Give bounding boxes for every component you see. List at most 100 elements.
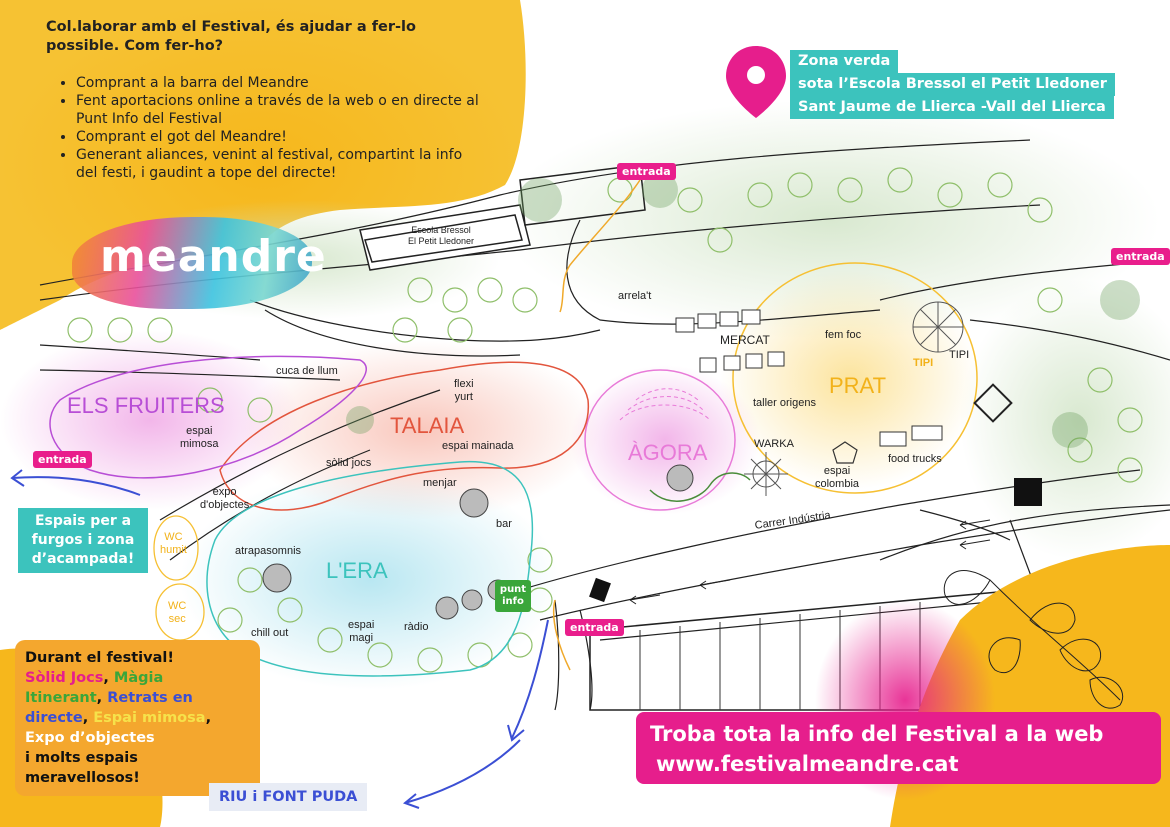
label-mainada: espai mainada [442,440,514,452]
label-warka: WARKA [754,438,794,450]
label-chill: chill out [251,627,289,639]
during-molts: i molts espais [25,750,138,766]
label-colombia-2: colombia [815,478,860,490]
label-escola: Escola Bressol El Petit Lledoner [408,225,474,247]
label-tipi-small: TIPI [913,357,934,369]
path-arrow-2 [552,599,571,671]
blue-arrow-down-head [507,724,525,742]
intro-block: Col.laborar amb el Festival, és ajudar a… [46,18,486,182]
during-line-3: Itinerant, Retrats en [25,688,250,708]
pentagon-marker [832,441,858,464]
market-stalls [675,309,943,447]
talaia-outline [219,361,590,511]
label-expo-2: d'objectes [200,499,250,511]
label-expo: expo d'objectes [200,486,249,512]
blue-arrow-riu-head [402,793,420,809]
furgos-box: Espais per a furgos i zona d’acampada! [18,508,148,573]
during-box: Durant el festival! Sòlid Jocs, Màgia It… [15,640,260,796]
entrada-tag-top: entrada [617,163,676,180]
during-line-2: Sòlid Jocs, Màgia [25,668,250,688]
label-mimosa-1: espai [186,425,213,437]
wc-humit-outline [153,515,199,581]
label-flexi: flexi yurt [454,378,474,404]
label-flexi-2: yurt [454,391,473,403]
during-magia: Màgia [113,670,164,686]
label-cuca: cuca de llum [276,365,338,377]
square-marker [973,383,1013,423]
tree-canopies [346,172,1140,448]
blue-arrow-down [511,619,549,739]
label-food-trucks: food trucks [888,453,942,465]
tipi-icon [912,301,964,353]
geodesic-domes [262,464,694,620]
during-title: Durant el festival! [25,650,174,666]
location-line: Zona verda [790,50,899,73]
logo-splash [72,217,312,309]
furgos-line: Espais per a [34,513,132,529]
agora-outline [584,369,736,511]
location-box: Zona verda sota l’Escola Bressol el Peti… [790,50,1115,119]
black-square [1014,478,1042,506]
intro-title: Col.laborar amb el Festival, és ajudar a… [46,19,416,54]
label-magi-1: espai [348,619,375,631]
agora-path [649,472,751,502]
label-taller: taller origens [753,397,816,409]
furgos-line: d’acampada! [31,551,135,567]
during-directe: directe [25,710,83,726]
zone-fruiters: ELS FRUITERS [67,393,225,418]
label-flexi-1: flexi [454,378,474,390]
agora-wash [570,365,760,515]
during-sep: , [103,670,114,686]
foliage-wash-2 [960,280,1170,560]
location-line: sota l’Escola Bressol el Petit Lledoner [790,73,1115,96]
label-magi: espai magi [348,619,374,645]
label-tipi: TIPI [949,349,970,361]
web-box: Troba tota la info del Festival a la web… [636,712,1161,784]
blue-arrow-left [11,476,141,496]
label-wc-sec: WC sec [168,600,186,626]
during-sep: , [82,710,94,726]
label-atrapasomnis: atrapasomnis [235,545,302,557]
during-itinerant: Itinerant [25,690,97,706]
label-colombia-1: espai [823,465,851,477]
location-line: Sant Jaume de Llierca -Vall del Llierca [790,96,1114,119]
logo-text: meandre [100,231,327,282]
zone-talaia: TALAIA [390,413,465,438]
during-solid: Sòlid Jocs [25,670,104,686]
label-mimosa-2: mimosa [180,438,219,450]
during-meravellosos: meravellosos! [25,770,140,786]
during-retrats: Retrats en [107,690,193,706]
label-bar: bar [496,518,512,530]
entrada-tag-bottom: entrada [565,619,624,636]
blue-arrow-riu [404,739,521,804]
web-line-1: Troba tota la info del Festival a la web [650,722,1104,746]
intro-list: Comprant a la barra del Meandre Fent apo… [46,74,486,182]
label-magi-2: magi [349,632,374,644]
during-line-4: directe, Espai mimosa, [25,708,250,728]
path-arrow-1 [559,179,641,313]
black-square-2 [589,577,611,603]
during-sep: , [96,690,108,706]
foliage-wash [500,100,1160,340]
label-fem-foc: fem foc [825,329,862,341]
web-link[interactable]: www.festivalmeandre.cat [656,752,959,776]
warka-tower [744,452,788,496]
label-wc-sec-2: sec [168,613,186,625]
during-sep: , [205,710,212,726]
entrada-tag-left: entrada [33,451,92,468]
label-escola-2: El Petit Lledoner [408,236,475,246]
punt-info-2: info [502,596,524,607]
zone-era: L'ERA [326,558,388,583]
zone-agora: ÀGORA [628,440,708,465]
label-solid-jocs: sòlid jocs [326,457,372,469]
meandre-logo: meandre [72,205,326,315]
road-arrows [629,519,991,605]
label-mercat: MERCAT [720,333,770,347]
during-mimosa: Espai mimosa [93,710,206,726]
label-wc-sec-1: WC [168,600,187,612]
zone-prat: PRAT [829,373,887,398]
blue-arrow-left-head [10,469,25,487]
location-pin-icon [726,46,786,118]
label-escola-1: Escola Bressol [411,225,471,235]
during-expo: Expo d’objectes [25,730,155,746]
